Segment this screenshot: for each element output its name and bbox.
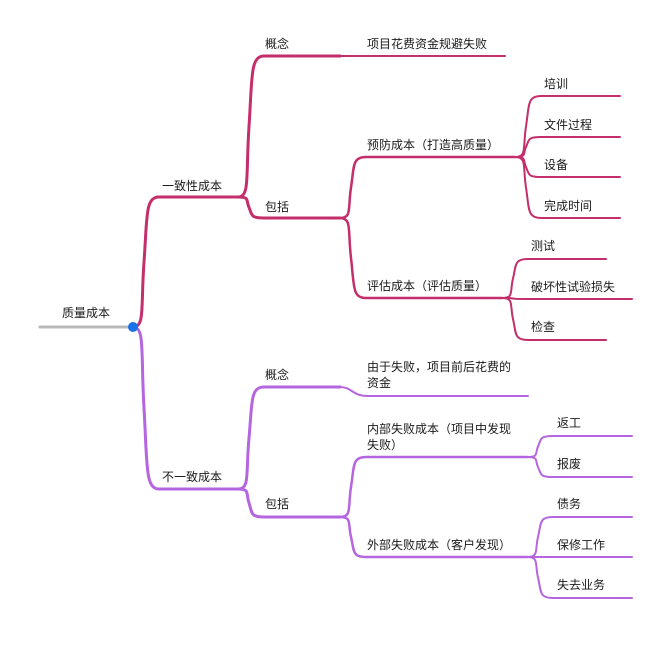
edge-conformance [131, 195, 240, 329]
edge-time-to-do-it-right [514, 156, 621, 219]
node-conformance[interactable]: 一致性成本 [162, 179, 223, 193]
underline-nonconformance-concept-text [339, 386, 529, 397]
node-external-failure-cost[interactable]: 外部失败成本（客户发现） [367, 538, 512, 552]
node-prevention-cost[interactable]: 预防成本（打造高质量） [367, 138, 500, 152]
node-conformance-concept-text[interactable]: 项目花费资金规避失败 [367, 37, 488, 51]
node-rework[interactable]: 返工 [557, 416, 582, 430]
node-nonconformance-includes[interactable]: 包括 [265, 497, 290, 511]
node-liabilities[interactable]: 债务 [557, 497, 582, 511]
node-equipment[interactable]: 设备 [544, 158, 569, 172]
node-conformance-includes[interactable]: 包括 [265, 200, 290, 214]
edge-destructive-testing-loss [501, 297, 633, 300]
edge-lost-business [526, 556, 633, 599]
edge-nonconformance [131, 325, 240, 491]
edge-nonconformance-includes [236, 487, 342, 519]
edge-nonconformance-concept [236, 385, 342, 491]
node-nonconformance[interactable]: 不一致成本 [162, 470, 223, 484]
edge-training [514, 95, 621, 158]
node-conformance-concept[interactable]: 概念 [265, 37, 290, 51]
node-documented-process[interactable]: 文件过程 [544, 118, 593, 132]
node-destructive-testing-loss[interactable]: 破坏性试验损失 [531, 280, 616, 294]
edge-rework [526, 435, 633, 458]
node-testing[interactable]: 测试 [531, 239, 556, 253]
node-scrap[interactable]: 报废 [557, 457, 582, 471]
edge-documented-process [514, 136, 621, 158]
node-time-to-do-it-right[interactable]: 完成时间 [544, 199, 593, 213]
edge-equipment [514, 156, 621, 178]
edge-appraisal-cost [338, 216, 504, 300]
edge-liabilities [526, 516, 633, 558]
edge-prevention-cost [338, 155, 517, 220]
edge-internal-failure-cost [338, 455, 529, 519]
node-inspection[interactable]: 检查 [531, 320, 556, 334]
node-internal-failure-cost[interactable]: 内部失败成本（项目中发现失败） [367, 422, 512, 452]
node-appraisal-cost[interactable]: 评估成本（评估质量） [367, 279, 488, 293]
edge-conformance-concept [236, 54, 342, 199]
edge-inspection [501, 297, 607, 341]
edge-conformance-includes [236, 195, 342, 220]
node-nonconformance-concept-text[interactable]: 由于失败，项目前后花费的资金 [367, 360, 512, 390]
node-root[interactable]: 质量成本 [62, 306, 111, 320]
edge-external-failure-cost [338, 515, 529, 559]
edge-scrap [526, 456, 633, 478]
node-lost-business[interactable]: 失去业务 [557, 578, 606, 592]
node-warranty-work[interactable]: 保修工作 [557, 538, 606, 552]
root-collapse-handle[interactable] [128, 322, 138, 332]
edge-testing [501, 258, 607, 299]
node-training[interactable]: 培训 [544, 77, 569, 91]
node-nonconformance-concept[interactable]: 概念 [265, 368, 290, 382]
